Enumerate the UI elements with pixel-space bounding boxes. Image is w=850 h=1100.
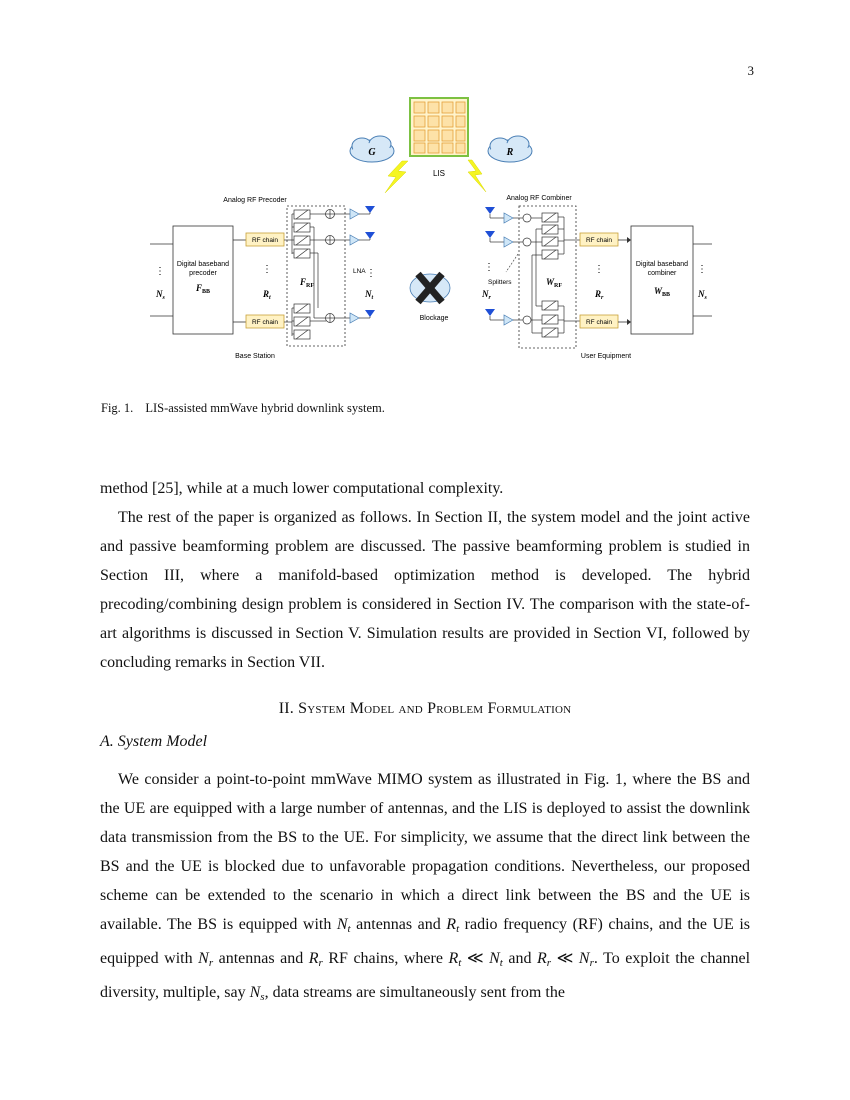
lis-panel <box>409 97 469 157</box>
blockage-icon <box>409 271 451 305</box>
paragraph-1: method [25], while at a much lower compu… <box>100 480 504 497</box>
nr-label: Nr <box>481 289 492 301</box>
lis-label: LIS <box>433 169 445 178</box>
rt-label: Rt <box>262 289 271 301</box>
system-diagram: LIS G R Analog RF Precoder ⋮ Ns Digital … <box>150 97 712 360</box>
svg-text:RF chain: RF chain <box>252 319 278 326</box>
section-heading: II. System Model and Problem Formulation <box>278 700 572 717</box>
bs-antennas <box>349 206 375 324</box>
caption-number: Fig. 1. <box>101 401 134 415</box>
subsection-heading: A. System Model <box>100 733 208 750</box>
rr-label: Rr <box>594 289 604 301</box>
nt-label: Nt <box>364 289 374 301</box>
rf-chain-bs-1 <box>245 232 285 247</box>
rf-chain-ue-2 <box>579 314 619 329</box>
wrf-label: WRF <box>546 277 562 289</box>
channel-g-cloud: G <box>349 135 395 163</box>
caption-text: LIS-assisted mmWave hybrid downlink syst… <box>145 401 385 415</box>
combiner-title: Analog RF Combiner <box>506 195 572 202</box>
lightning-g-icon <box>384 160 409 194</box>
svg-text:RF chain: RF chain <box>586 237 612 244</box>
user-equipment-label: User Equipment <box>581 353 631 360</box>
paragraph-3: We consider a point-to-point mmWave MIMO… <box>100 771 751 1003</box>
bb-combiner-block <box>630 225 694 335</box>
analog-precoder-box <box>286 205 346 347</box>
svg-text:⋮: ⋮ <box>697 264 707 275</box>
channel-g-label: G <box>368 147 376 158</box>
blockage-label: Blockage <box>420 315 449 322</box>
svg-text:⋮: ⋮ <box>366 268 376 279</box>
channel-r-cloud: R <box>487 135 533 163</box>
frf-label: FRF <box>299 277 314 289</box>
paragraph-2: The rest of the paper is organized as fo… <box>100 509 750 671</box>
ue-antennas <box>485 207 514 326</box>
rf-chain-ue-1 <box>579 232 619 247</box>
channel-r-label: R <box>506 147 514 158</box>
fbb-label: FBB <box>195 283 210 295</box>
base-station-label: Base Station <box>235 353 275 360</box>
precoder-phase-shifters <box>284 209 350 340</box>
svg-text:combiner: combiner <box>648 270 677 277</box>
precoder-title: Analog RF Precoder <box>223 197 287 204</box>
svg-text:Digital baseband: Digital baseband <box>636 261 688 268</box>
wbb-label: WBB <box>654 286 670 298</box>
svg-text:⋮: ⋮ <box>594 264 604 275</box>
lightning-r-icon <box>467 159 487 193</box>
lna-label: LNA <box>353 268 366 275</box>
svg-text:precoder: precoder <box>189 270 217 277</box>
system-figure: LIS G R Analog RF Precoder ⋮ Ns Digital … <box>140 96 720 366</box>
svg-text:⋮: ⋮ <box>262 264 272 275</box>
svg-text:⋮: ⋮ <box>484 262 494 273</box>
figure-caption: Fig. 1. LIS-assisted mmWave hybrid downli… <box>101 401 385 416</box>
ns-label-right: Ns <box>697 289 708 301</box>
page-number: 3 <box>747 63 755 78</box>
splitters-label: Splitters <box>488 279 512 286</box>
combiner-phase-shifters <box>513 212 580 338</box>
rf-chain-bs-2 <box>245 314 285 329</box>
svg-text:RF chain: RF chain <box>586 319 612 326</box>
svg-text:Digital baseband: Digital baseband <box>177 261 229 268</box>
ns-label-left: Ns <box>155 289 166 301</box>
svg-text:RF chain: RF chain <box>252 237 278 244</box>
bb-precoder-block <box>172 225 234 335</box>
svg-text:⋮: ⋮ <box>155 266 165 277</box>
analog-combiner-box <box>518 205 577 349</box>
